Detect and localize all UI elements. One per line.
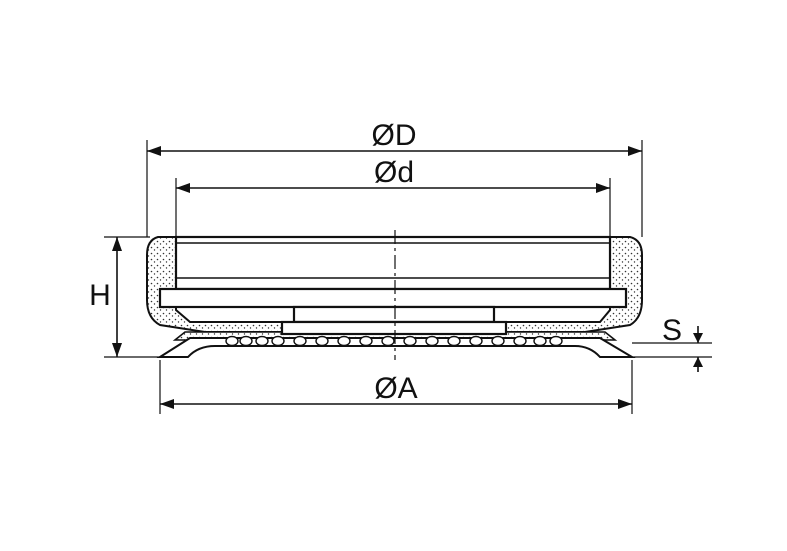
support-bump [533, 335, 547, 347]
support-bump [315, 335, 329, 347]
dimension-bottom-diameter: ØA [159, 360, 633, 414]
bottom-diameter-label: ØA [374, 372, 417, 405]
dimension-height: H [89, 236, 160, 358]
upper-ring [174, 235, 612, 291]
support-bump [255, 335, 269, 347]
support-bump [513, 335, 527, 347]
hub-step [280, 320, 508, 336]
support-bump [293, 335, 307, 347]
height-label: H [89, 279, 111, 312]
support-bump [225, 335, 239, 347]
support-bump [403, 335, 417, 347]
support-bump [337, 335, 351, 347]
inner-diameter-label: Ød [374, 156, 414, 189]
flange-plate [158, 287, 628, 309]
support-bump [469, 335, 483, 347]
support-bump [425, 335, 439, 347]
dimension-outer-diameter: ØD [146, 119, 643, 237]
outer-diameter-label: ØD [372, 119, 417, 152]
hub [292, 305, 496, 324]
support-bump [239, 335, 253, 347]
support-bumps [225, 335, 563, 347]
dimension-inner-diameter: Ød [175, 156, 611, 237]
support-bump [381, 335, 395, 347]
part-body [146, 235, 643, 358]
support-bump [271, 335, 285, 347]
support-bump [549, 335, 563, 347]
thickness-label: S [662, 314, 682, 347]
support-bump [447, 335, 461, 347]
dimension-thickness: S [632, 314, 712, 372]
support-bump [359, 335, 373, 347]
support-bump [491, 335, 505, 347]
